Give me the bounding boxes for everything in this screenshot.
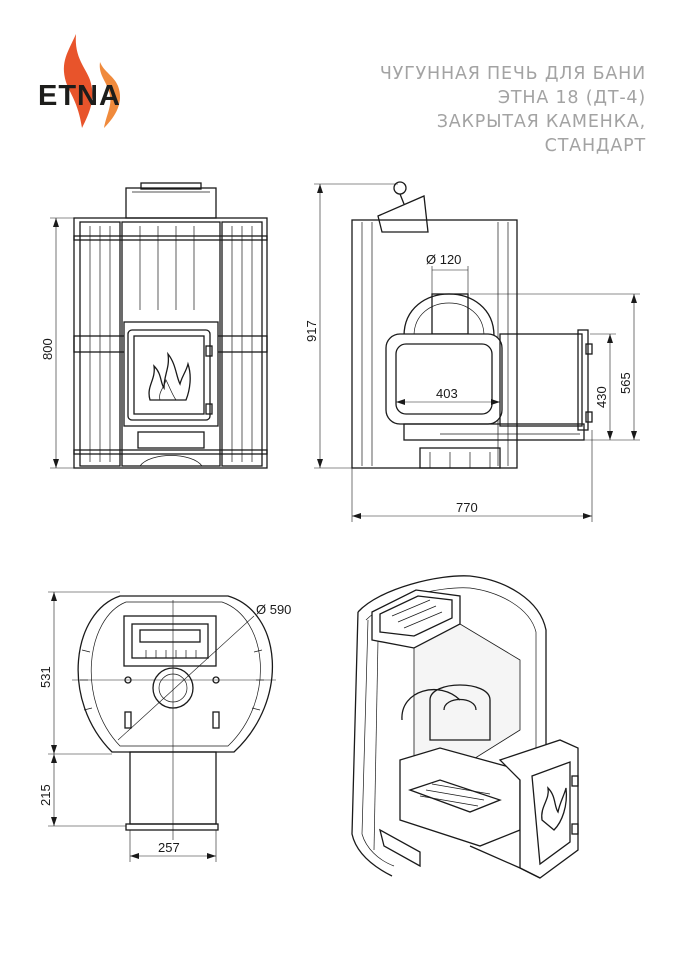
dim-flue-diameter: Ø 120 [426, 252, 461, 267]
title-line-2: ЭТНА 18 (ДТ-4) [497, 88, 646, 108]
top-view: Ø 590 531 215 257 [38, 591, 291, 862]
etna-logo: ETNA [38, 32, 158, 132]
dim-side-height: 917 [304, 320, 319, 342]
dim-top-depth: 531 [38, 666, 53, 688]
dim-tunnel-width: 257 [158, 840, 180, 855]
isometric-cutaway-view [351, 575, 579, 879]
title-line-3: ЗАКРЫТАЯ КАМЕНКА, [436, 112, 646, 132]
dim-height-565: 565 [618, 372, 633, 394]
dim-firebox-depth: 403 [436, 386, 458, 401]
dim-tunnel-length: 215 [38, 784, 53, 806]
side-view: Ø 120 403 917 565 430 770 [304, 181, 640, 522]
brand-name: ETNA [38, 80, 121, 112]
front-view: 800 [40, 182, 268, 469]
dim-body-diameter: Ø 590 [256, 602, 291, 617]
product-title: ЧУГУННАЯ ПЕЧЬ ДЛЯ БАНИ ЭТНА 18 (ДТ-4) ЗА… [380, 62, 646, 158]
dim-depth-total: 770 [456, 500, 478, 515]
dim-height-430: 430 [594, 386, 609, 408]
flame-icon [63, 34, 121, 128]
dim-front-height: 800 [40, 338, 55, 360]
title-line-4: СТАНДАРТ [544, 136, 646, 156]
title-line-1: ЧУГУННАЯ ПЕЧЬ ДЛЯ БАНИ [379, 64, 646, 84]
